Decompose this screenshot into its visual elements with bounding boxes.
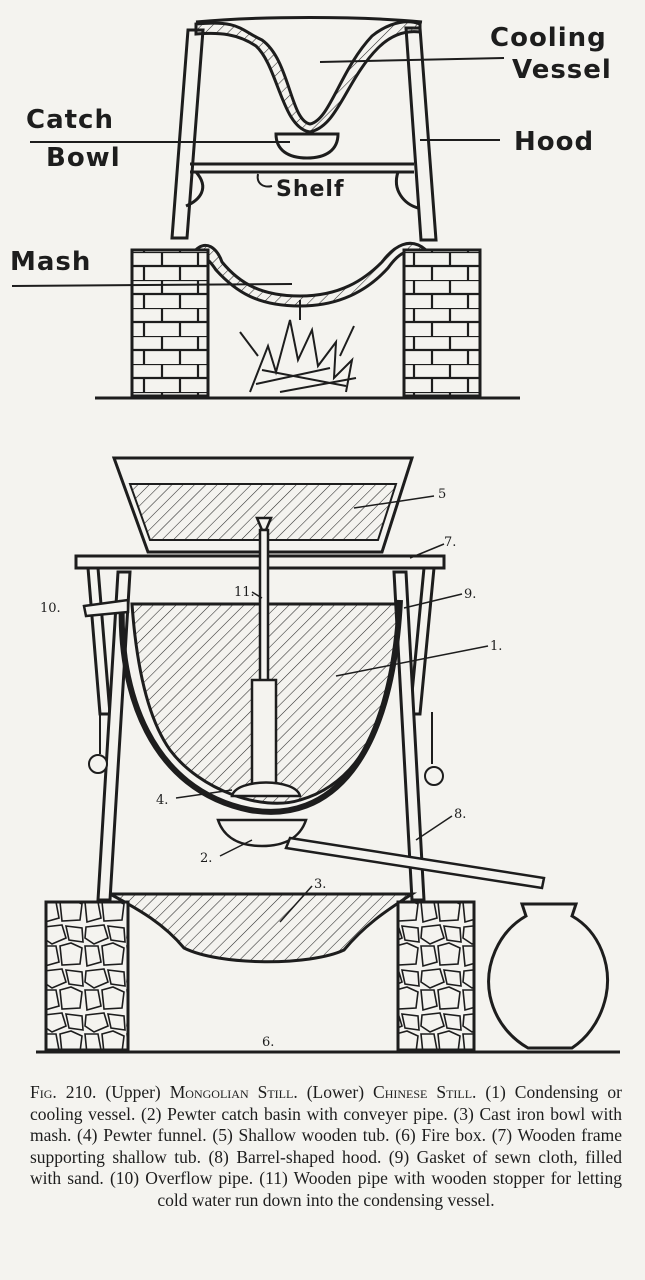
- still-diagrams: Cooling Vessel Catch Bowl Hood Shelf Mas…: [10, 16, 620, 1054]
- label-11: 11.: [234, 585, 255, 600]
- shelf: [185, 162, 419, 210]
- left-brick-pillar: [130, 248, 210, 398]
- label-5: 5: [438, 487, 446, 502]
- catch-basin: [216, 818, 308, 848]
- leader-shelf: [256, 173, 273, 188]
- left-stone-pillar: [44, 900, 130, 1052]
- right-brick-pillar: [402, 248, 482, 398]
- label-cooling-vessel-1: Cooling: [490, 23, 607, 53]
- fire: [239, 300, 357, 393]
- caption-lower-title: Chinese Still.: [373, 1082, 477, 1102]
- leader-cooling-vessel: [319, 57, 505, 63]
- right-stone-pillar: [396, 900, 476, 1052]
- figure-caption: Fig. 210. (Upper) Mongolian Still. (Lowe…: [30, 1082, 622, 1211]
- chinese-still: 5 7. 11. 9. 10. 1. 4. 8. 2. 3. 6.: [36, 456, 620, 1054]
- label-2: 2.: [200, 851, 212, 866]
- cooling-vessel: [194, 20, 422, 134]
- mongolian-still: Cooling Vessel Catch Bowl Hood Shelf Mas…: [10, 16, 612, 400]
- wooden-pipe: [250, 516, 278, 792]
- caption-fig-number: Fig. 210.: [30, 1082, 97, 1102]
- label-shelf: Shelf: [276, 177, 345, 202]
- gasket: [118, 599, 403, 815]
- label-hood: Hood: [514, 127, 594, 157]
- label-cooling-vessel-2: Vessel: [512, 55, 612, 85]
- pewter-funnel: [230, 781, 302, 798]
- overflow-pipe: [82, 598, 130, 618]
- conveyer-pipe: [284, 836, 546, 890]
- label-6: 6.: [262, 1035, 274, 1050]
- jar: [487, 902, 609, 1050]
- label-8: 8.: [454, 807, 466, 822]
- caption-upper-title: Mongolian Still.: [169, 1082, 298, 1102]
- label-4: 4.: [156, 793, 168, 808]
- label-catch-bowl-1: Catch: [26, 105, 114, 135]
- label-1: 1.: [490, 639, 502, 654]
- label-7: 7.: [444, 535, 456, 550]
- mash-pan: [190, 241, 428, 308]
- caption-lower-tag: (Lower): [306, 1082, 365, 1102]
- caption-upper-tag: (Upper): [105, 1082, 161, 1102]
- label-9: 9.: [464, 587, 476, 602]
- sand-weights: [88, 712, 444, 786]
- label-catch-bowl-2: Bowl: [46, 143, 121, 173]
- label-mash: Mash: [10, 247, 91, 277]
- catch-bowl: [274, 132, 340, 160]
- label-10: 10.: [40, 601, 61, 616]
- cast-iron-bowl: [109, 892, 418, 964]
- label-3: 3.: [314, 877, 326, 892]
- caption-body: (1) Condensing or cooling vessel. (2) Pe…: [30, 1082, 622, 1210]
- leader-mash: [11, 283, 293, 287]
